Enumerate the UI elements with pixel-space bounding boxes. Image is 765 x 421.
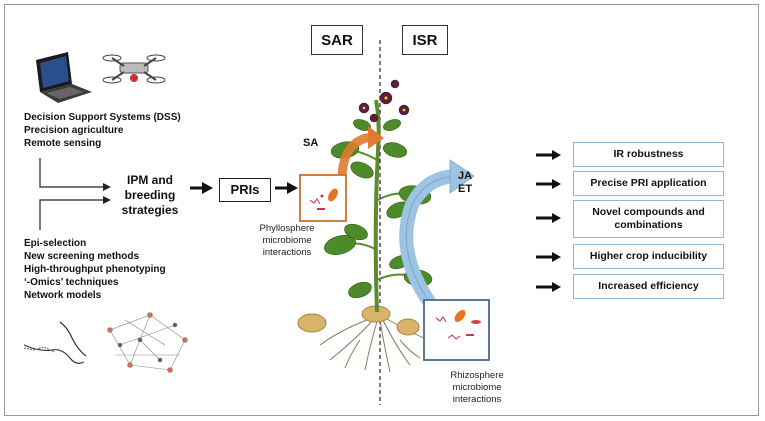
- methods-item: ‘-Omics’ techniques: [24, 277, 119, 288]
- tools-item: Precision agriculture: [24, 125, 124, 136]
- phyllosphere-box: [299, 174, 347, 222]
- outcome-box: IR robustness: [573, 142, 724, 167]
- et-label: ET: [458, 183, 473, 195]
- tools-item: Decision Support Systems (DSS): [24, 112, 181, 123]
- outcome-box: Higher crop inducibility: [573, 244, 724, 269]
- tools-list: Decision Support Systems (DSS) Precision…: [24, 111, 181, 150]
- methods-item: New screening methods: [24, 251, 140, 262]
- methods-list: Epi-selection New screening methods High…: [24, 237, 166, 302]
- line-graph-icon: [23, 321, 87, 364]
- pris-box: PRIs: [219, 178, 271, 202]
- tools-item: Remote sensing: [24, 138, 102, 149]
- outcome-box: Increased efficiency: [573, 274, 724, 299]
- arrow-to-phyllosphere: [275, 182, 298, 194]
- arrow-to-pris: [190, 182, 213, 194]
- sar-header: SAR: [311, 25, 363, 55]
- ja-label: JA: [458, 170, 473, 182]
- rhizosphere-caption: Rhizosphere microbiome interactions: [450, 370, 504, 405]
- network-graph-icon: [107, 312, 188, 373]
- sa-arrow: [337, 126, 384, 181]
- drone-icon: [102, 54, 166, 84]
- outcome-arrows: [536, 150, 561, 292]
- connector-lines: [39, 158, 103, 230]
- methods-item: High-throughput phenotyping: [24, 264, 166, 275]
- outcome-box: Precise PRI application: [573, 171, 724, 196]
- laptop-icon: [36, 52, 92, 103]
- isr-arrow: [399, 159, 475, 307]
- phyllosphere-caption: Phyllosphere microbiome interactions: [259, 223, 315, 258]
- methods-item: Epi-selection: [24, 238, 87, 249]
- figure-frame: [4, 4, 759, 416]
- isr-header: ISR: [402, 25, 448, 55]
- rhizosphere-box: [423, 299, 490, 361]
- sa-label: SA: [303, 137, 319, 149]
- methods-item: Network models: [24, 290, 102, 301]
- ipm-breeding-label: IPM and breeding strategies: [121, 173, 179, 217]
